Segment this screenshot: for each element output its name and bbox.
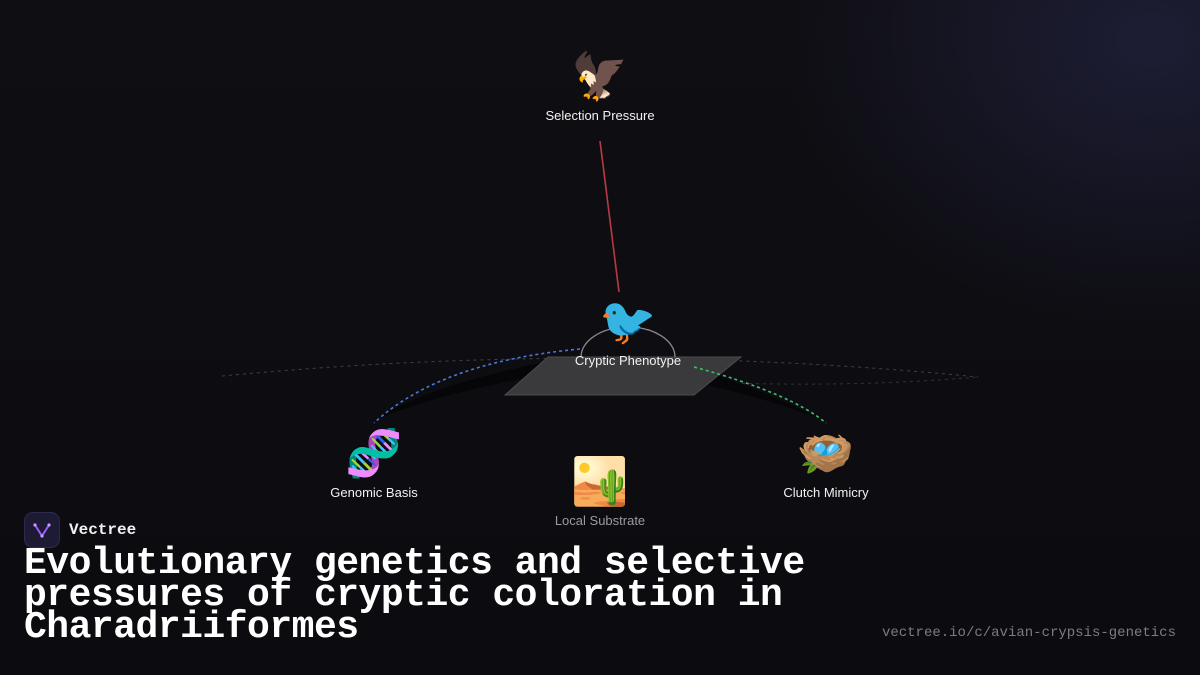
vectree-logo-mark <box>33 523 51 538</box>
node-local-substrate[interactable]: 🏜️ Local Substrate <box>555 455 645 528</box>
node-label: Selection Pressure <box>545 108 655 123</box>
node-label: Local Substrate <box>554 513 646 528</box>
edge-cryptic-to-clutch <box>693 366 827 424</box>
edge-shadow-genomic <box>376 362 560 420</box>
phenotype-platform <box>503 356 743 396</box>
node-label: Clutch Mimicry <box>783 485 869 500</box>
desert-icon: 🏜️ <box>571 454 629 508</box>
page-title: Evolutionary genetics and selective pres… <box>24 542 805 649</box>
node-clutch-mimicry[interactable]: 🪺 Clutch Mimicry <box>783 427 868 500</box>
node-cryptic-phenotype[interactable]: 🐦 Cryptic Phenotype <box>575 295 681 368</box>
node-selection-pressure[interactable]: 🦅 Selection Pressure <box>545 50 654 123</box>
edge-selection-to-cryptic <box>599 140 620 293</box>
eagle-icon: 🦅 <box>571 49 629 103</box>
node-label: Genomic Basis <box>330 485 418 500</box>
dna-icon: 🧬 <box>345 426 403 480</box>
bird-icon: 🐦 <box>599 294 657 348</box>
vectree-logo-icon <box>24 512 60 548</box>
edge-shadow-clutch <box>695 370 822 420</box>
orbit-ring-lower <box>699 376 979 385</box>
edge-cryptic-to-genomic <box>373 348 581 424</box>
node-genomic-basis[interactable]: 🧬 Genomic Basis <box>330 427 417 500</box>
source-url[interactable]: vectree.io/c/avian-crypsis-genetics <box>881 625 1176 641</box>
brand[interactable]: Vectree <box>24 512 136 548</box>
brand-name: Vectree <box>69 521 137 539</box>
node-label: Cryptic Phenotype <box>574 353 682 368</box>
phenotype-arc <box>580 326 676 358</box>
nest-with-eggs-icon: 🪺 <box>797 426 855 480</box>
